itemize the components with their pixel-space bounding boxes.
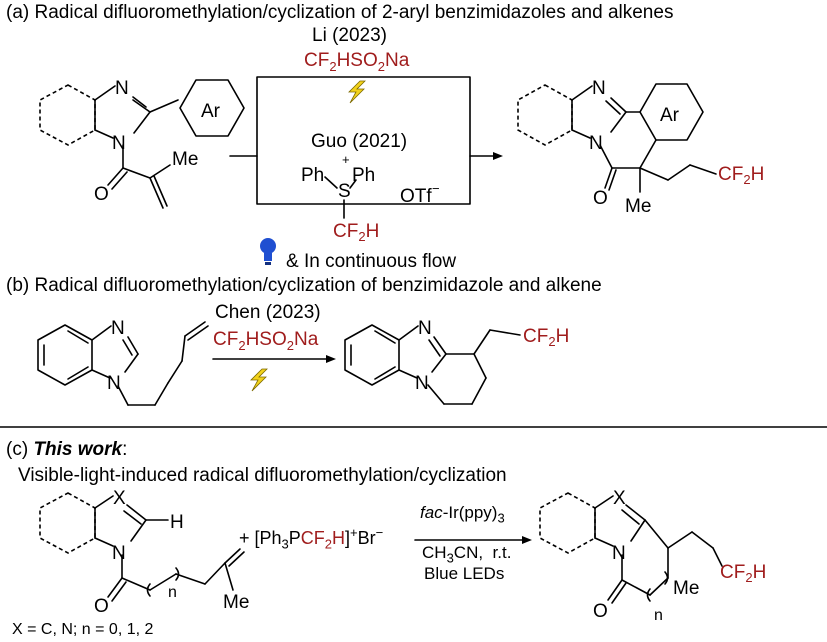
scope-label: X = C, N; n = 0, 1, 2	[12, 621, 154, 638]
section-c-title: (c) This work:	[6, 439, 128, 460]
sulfonium-otf: OTf	[400, 186, 432, 207]
this-work-product	[539, 492, 723, 604]
atom-o-pc: O	[593, 601, 608, 622]
atom-ar-pa: Ar	[660, 105, 680, 126]
atom-n-pa1: N	[592, 78, 606, 99]
conditions-box	[256, 76, 471, 205]
atom-n-b1: N	[111, 318, 125, 339]
reaction-arrow-head-b	[326, 355, 336, 363]
atom-n-pa2: N	[589, 133, 603, 154]
atom-o-a1: O	[94, 184, 109, 205]
atom-me-a1: Me	[172, 149, 198, 170]
atom-n-a2: N	[112, 133, 126, 154]
catalyst-label: fac-Ir(ppy)3	[420, 503, 505, 526]
continuous-flow-label: & In continuous flow	[286, 251, 457, 272]
atom-me-pa: Me	[625, 196, 651, 217]
reagent-cf2hso2na-b: CF2HSO2Na	[213, 329, 319, 353]
atom-o-pa: O	[593, 188, 608, 209]
sulfonium-plus: +	[342, 152, 350, 167]
lightning-icon-b	[250, 368, 268, 392]
sulfonium-ph-right: Ph	[352, 165, 375, 186]
atom-me-pc: Me	[673, 578, 699, 599]
atom-n-c1: N	[112, 543, 126, 564]
solvent-label: CH3CN, r.t.	[422, 543, 512, 566]
atom-n-pc: N	[612, 543, 626, 564]
phosphonium-reagent: + [Ph3PCF2H]+Br−	[239, 525, 384, 552]
section-c-subtitle: Visible-light-induced radical difluorome…	[18, 465, 507, 486]
atom-ar-a1: Ar	[201, 101, 221, 122]
sulfonium-cf2h: CF2H	[333, 221, 379, 244]
tetrahydro-pyrido-benzimidazole-product	[344, 324, 521, 405]
blue-leds-label: Blue LEDs	[424, 564, 505, 583]
product-b-cf2h: CF2H	[523, 326, 569, 349]
this-work-substrate	[39, 492, 245, 602]
atom-n-pb2: N	[415, 373, 429, 394]
light-bulb-icon	[260, 238, 276, 265]
atom-n-pb1: N	[418, 318, 432, 339]
benzimidazole-aryl-substrate	[39, 79, 245, 209]
atom-n-b2: N	[107, 373, 121, 394]
reaction-arrow-head-c	[522, 536, 532, 544]
lightning-icon	[348, 80, 366, 104]
section-a-title: (a) Radical difluoromethylation/cyclizat…	[6, 2, 674, 23]
reaction-arrow-head-a	[493, 152, 503, 160]
atom-n-index-c1: n	[168, 584, 177, 601]
reagent-cf2hso2na-a: CF2HSO2Na	[304, 50, 410, 74]
atom-n-a1: N	[115, 78, 129, 99]
atom-o-c1: O	[94, 596, 109, 617]
otf-charge: −	[432, 181, 440, 196]
product-a-cf2h: CF2H	[718, 164, 764, 187]
li-2023-label: Li (2023)	[312, 25, 387, 46]
atom-x-c1: X	[113, 488, 126, 509]
product-c-cf2h: CF2H	[720, 562, 766, 585]
sulfonium-ph-left: Ph	[301, 165, 324, 186]
benzimidazo-isoquinolinone-product	[517, 83, 717, 193]
chen-2023-label: Chen (2023)	[215, 302, 321, 323]
section-b-title: (b) Radical difluoromethylation/cyclizat…	[6, 275, 602, 296]
atom-me-c1: Me	[223, 592, 249, 613]
atom-n-index-pc: n	[654, 607, 663, 624]
atom-h-c1: H	[170, 512, 184, 533]
n-pentenyl-benzimidazole-substrate	[37, 321, 209, 406]
sulfonium-s: S	[338, 181, 351, 202]
atom-x-pc: X	[613, 488, 626, 509]
guo-2021-label: Guo (2021)	[311, 131, 408, 152]
